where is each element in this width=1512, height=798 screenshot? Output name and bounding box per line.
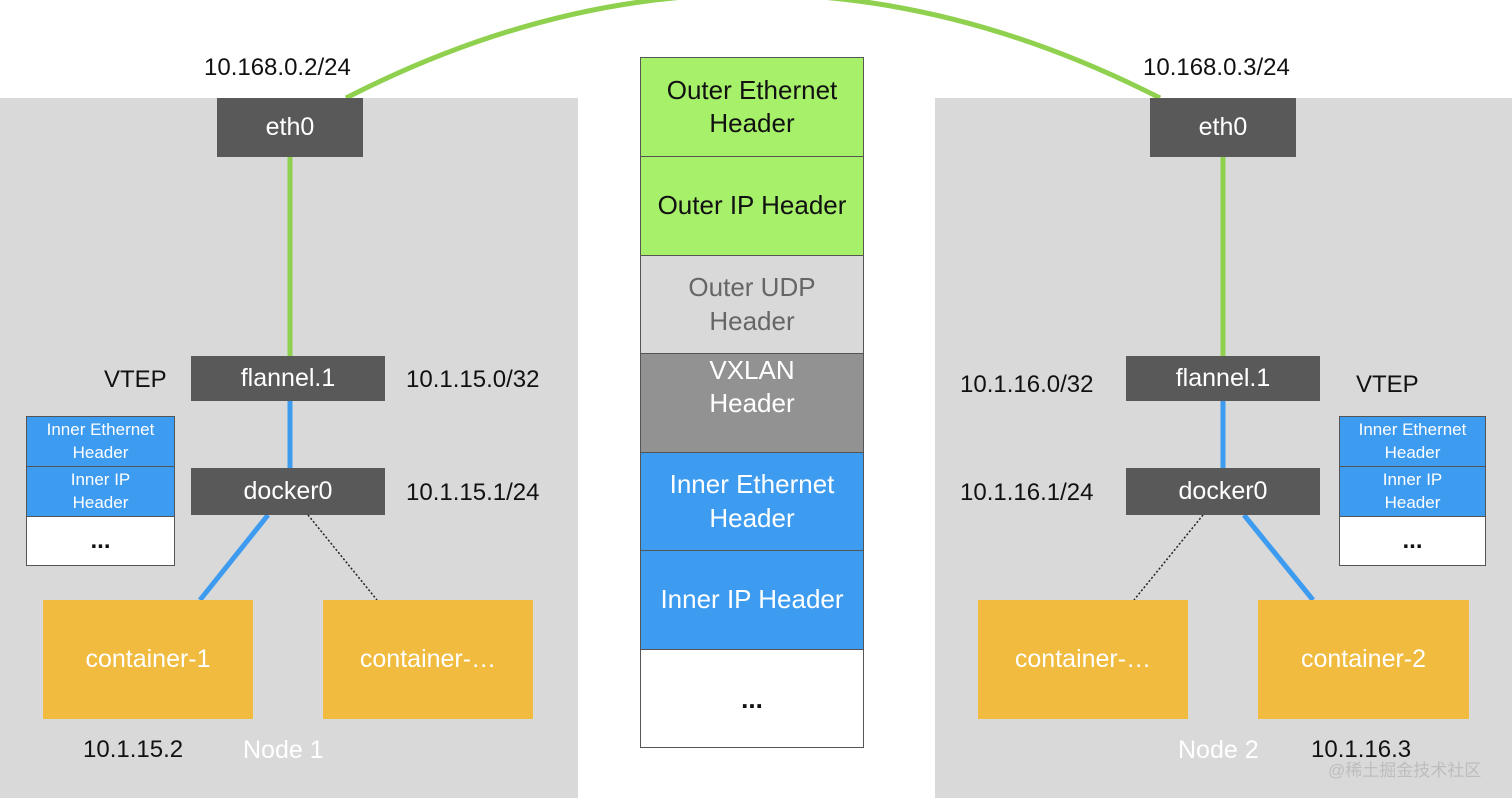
node2-docker0: docker0 xyxy=(1126,468,1320,515)
node1-eth0: eth0 xyxy=(217,98,363,157)
node1-flannel: flannel.1 xyxy=(191,356,385,401)
node2-docker-containerx-link xyxy=(1133,514,1204,601)
node1-mini-packet: Inner Ethernet Header Inner IP Header ..… xyxy=(26,416,175,566)
node2-eth0-label: eth0 xyxy=(1198,113,1248,141)
packet-vxlan: VXLAN Header xyxy=(641,354,863,453)
node1-docker-containerx-link xyxy=(307,514,378,601)
node2-name: Node 2 xyxy=(1178,736,1259,764)
node1-mini-inner-ethernet: Inner Ethernet Header xyxy=(27,417,174,467)
node1-container-x: container-… xyxy=(323,600,533,719)
node2-flannel-ip: 10.1.16.0/32 xyxy=(960,371,1094,398)
node2-flannel: flannel.1 xyxy=(1126,356,1320,401)
node1-mini-ellipsis: ... xyxy=(27,517,174,565)
node2-mini-inner-ip: Inner IP Header xyxy=(1340,467,1485,517)
packet-outer-udp: Outer UDP Header xyxy=(641,256,863,354)
packet-inner-ip: Inner IP Header xyxy=(641,551,863,650)
node1-vtep-label: VTEP xyxy=(104,366,167,393)
packet-ellipsis: ... xyxy=(641,650,863,747)
node1-container-1-ip: 10.1.15.2 xyxy=(83,736,184,763)
node2-eth0: eth0 xyxy=(1150,98,1296,157)
node2-container-2-label: container-2 xyxy=(1300,645,1427,673)
packet-outer-ip: Outer IP Header xyxy=(641,157,863,256)
node1-mini-inner-ip: Inner IP Header xyxy=(27,467,174,517)
underlay-arc xyxy=(344,0,1162,101)
node1-docker0-label: docker0 xyxy=(243,477,333,505)
node1-docker-container1-link xyxy=(198,513,270,602)
node2-mini-ellipsis: ... xyxy=(1340,517,1485,565)
node1-eth0-ip: 10.168.0.2/24 xyxy=(204,54,351,81)
node2-mini-inner-ethernet: Inner Ethernet Header xyxy=(1340,417,1485,467)
node2-container-x: container-… xyxy=(978,600,1188,719)
node1-flannel-ip: 10.1.15.0/32 xyxy=(406,366,540,393)
node1-container-1: container-1 xyxy=(43,600,253,719)
node1-docker0: docker0 xyxy=(191,468,385,515)
node1-container-x-label: container-… xyxy=(359,645,497,673)
packet-outer-ethernet: Outer Ethernet Header xyxy=(641,58,863,157)
vxlan-packet-stack: Outer Ethernet Header Outer IP Header Ou… xyxy=(640,57,864,748)
node2-mini-packet: Inner Ethernet Header Inner IP Header ..… xyxy=(1339,416,1486,566)
node2-vtep-label: VTEP xyxy=(1356,371,1419,398)
node1-flannel-label: flannel.1 xyxy=(240,364,336,392)
node2-docker0-label: docker0 xyxy=(1178,477,1268,505)
node2-container-x-label: container-… xyxy=(1014,645,1152,673)
node2-container-2-ip: 10.1.16.3 xyxy=(1311,736,1412,763)
node2-eth0-ip: 10.168.0.3/24 xyxy=(1143,54,1290,81)
node2-docker0-ip: 10.1.16.1/24 xyxy=(960,479,1094,506)
node1-eth0-label: eth0 xyxy=(265,113,315,141)
node2-container-2: container-2 xyxy=(1258,600,1469,719)
node1-docker0-ip: 10.1.15.1/24 xyxy=(406,479,540,506)
node1-container-1-label: container-1 xyxy=(85,645,211,673)
packet-inner-ethernet: Inner Ethernet Header xyxy=(641,453,863,551)
watermark: @稀土掘金技术社区 xyxy=(1328,761,1482,780)
node1-name: Node 1 xyxy=(243,736,324,764)
node2-flannel-label: flannel.1 xyxy=(1175,364,1271,392)
node2-docker-container2-link xyxy=(1242,513,1315,602)
